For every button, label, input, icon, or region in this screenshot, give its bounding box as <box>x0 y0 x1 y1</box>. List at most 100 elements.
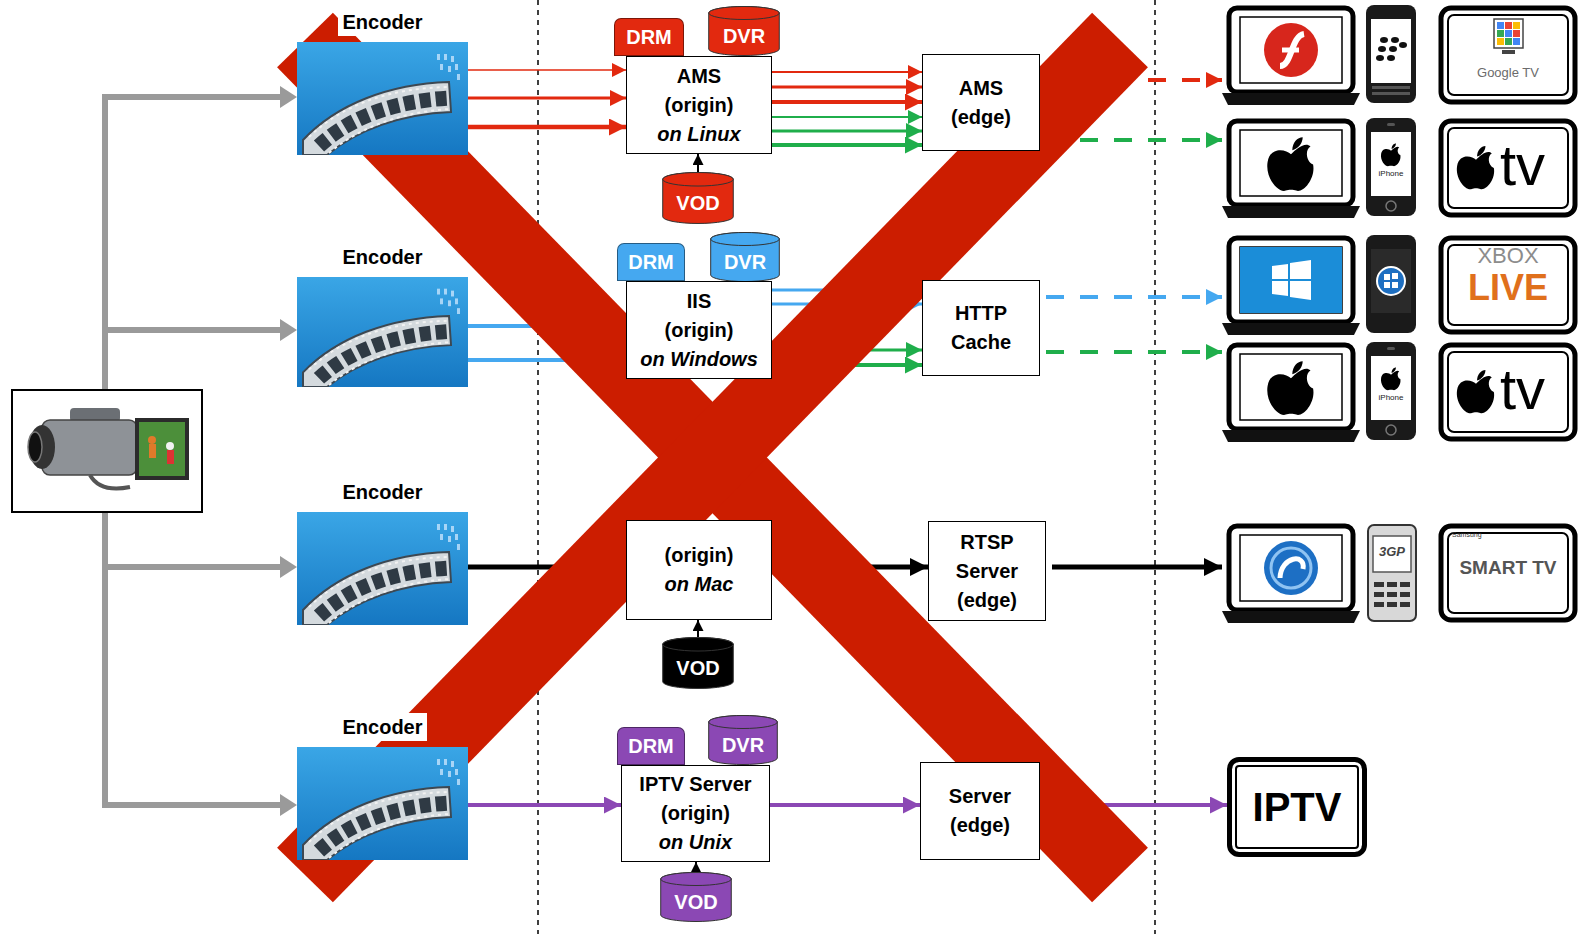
stream-arrow <box>772 100 922 104</box>
encoder-box: Encoder <box>297 243 468 387</box>
node-text: IPTV Server (origin) <box>633 770 758 828</box>
player-figure <box>148 436 156 444</box>
stream-arrow <box>772 71 922 73</box>
node-text: on Windows <box>640 345 758 374</box>
device-row <box>1222 5 1575 105</box>
windows-logo <box>1272 260 1311 300</box>
stream-arrow <box>772 130 922 133</box>
node-text: HTTP Cache <box>941 299 1021 357</box>
stream-arrow <box>772 116 922 118</box>
device-label: tv <box>1500 136 1564 194</box>
feed-arrowhead <box>280 556 297 578</box>
encoder-box: Encoder <box>297 713 468 860</box>
camera-body <box>42 420 137 475</box>
tv-icon <box>1441 8 1575 102</box>
device-row <box>1222 235 1575 335</box>
device-label: Samsung <box>1452 531 1512 538</box>
windows-phone-icon <box>1366 235 1416 333</box>
label-holder: 3GP <box>1373 545 1411 559</box>
camera-frame <box>12 390 202 512</box>
node-text: AMS (edge) <box>941 74 1021 132</box>
camera-lens-glass <box>28 432 42 462</box>
camera-icon <box>12 390 202 512</box>
stream-arrow <box>697 154 699 172</box>
feed-arrowhead <box>280 86 297 108</box>
tv-icon <box>1441 238 1575 332</box>
tag-text: DVR <box>723 24 765 48</box>
realplayer-logo <box>1264 541 1318 595</box>
encoder-graphic <box>297 747 468 860</box>
google-tv-logo <box>1494 19 1523 54</box>
stream-arrow <box>772 143 922 147</box>
tag-text: DRM <box>628 734 674 758</box>
blackberry-keys <box>1372 86 1410 95</box>
camera-strap <box>90 475 130 489</box>
stream-arrow <box>468 97 626 100</box>
3gp-phone-icon <box>1368 525 1416 621</box>
laptop-icon <box>1222 526 1360 623</box>
laptop-icon <box>1222 238 1360 335</box>
drm-tag: DRM <box>617 243 685 281</box>
edge-server-box: AMS (edge) <box>922 54 1040 151</box>
edge-server-box: Server (edge) <box>920 762 1040 860</box>
origin-server-box: AMS (origin)on Linux <box>626 56 772 154</box>
player-figure <box>167 450 174 464</box>
blackberry-logo <box>1376 37 1407 61</box>
label-holder: tv <box>1500 136 1564 194</box>
device-label: Google TV <box>1448 66 1568 80</box>
realplayer-logo-ring <box>1271 548 1311 588</box>
label-holder: iPhone <box>1371 394 1411 402</box>
encoder-label: Encoder <box>338 243 426 271</box>
node-text: on Mac <box>665 570 734 599</box>
tag-text: VOD <box>674 890 717 914</box>
3gp-phone-screen <box>1373 536 1411 572</box>
flash-logo-mark <box>1282 48 1299 53</box>
node-text: IIS (origin) <box>655 287 743 345</box>
edge-server-box: RTSP Server (edge) <box>928 521 1046 621</box>
encoder-label: Encoder <box>338 8 426 36</box>
tag-text: DVR <box>724 250 766 274</box>
apple-device-row <box>1222 118 1575 218</box>
origin-server-box: (origin)on Mac <box>626 520 772 620</box>
dvr-cylinder: DVR <box>708 715 778 765</box>
encoder-icon <box>297 747 468 860</box>
stream-arrow <box>770 803 920 807</box>
delivery-arrow <box>1046 295 1222 299</box>
stream-arrow <box>468 69 626 71</box>
camera-screen <box>135 418 189 480</box>
stream-arrow <box>695 862 697 872</box>
delivery-arrow <box>1046 350 1222 354</box>
dvr-cylinder: DVR <box>710 232 780 282</box>
device-label: iPhone <box>1371 394 1411 402</box>
camera-lens <box>29 425 55 469</box>
node-text: on Unix <box>659 828 732 857</box>
apple-device-row <box>1222 342 1575 442</box>
label-holder: SMART TV <box>1448 558 1568 579</box>
stream-arrow <box>772 86 922 89</box>
label-holder: Samsung <box>1452 531 1512 538</box>
stream-arrow <box>468 803 621 807</box>
laptop-icon <box>1222 8 1360 105</box>
tag-text: DVR <box>722 733 764 757</box>
label-holder: tv <box>1500 360 1564 418</box>
stream-arrow <box>697 620 699 637</box>
encoder-icon <box>297 277 468 387</box>
device-label: tv <box>1500 360 1564 418</box>
camera-screen-picture <box>139 422 185 476</box>
player-figure <box>149 444 156 458</box>
device-label: XBOX <box>1448 244 1568 268</box>
vod-cylinder: VOD <box>662 637 734 689</box>
origin-server-box: IPTV Server (origin)on Unix <box>621 765 770 862</box>
flash-logo <box>1264 23 1318 77</box>
3gp-phone-keys <box>1374 582 1410 607</box>
windows-phone-screen <box>1371 249 1411 313</box>
device-label: iPhone <box>1371 170 1411 178</box>
device-row <box>1222 525 1575 623</box>
encoder-label: Encoder <box>338 713 426 741</box>
encoder-graphic <box>297 277 468 387</box>
encoder-box: Encoder <box>297 8 468 155</box>
stream-arrow <box>468 125 626 130</box>
label-holder: iPhone <box>1371 170 1411 178</box>
windows-phone-flag <box>1384 273 1398 288</box>
player-figure <box>166 442 174 450</box>
